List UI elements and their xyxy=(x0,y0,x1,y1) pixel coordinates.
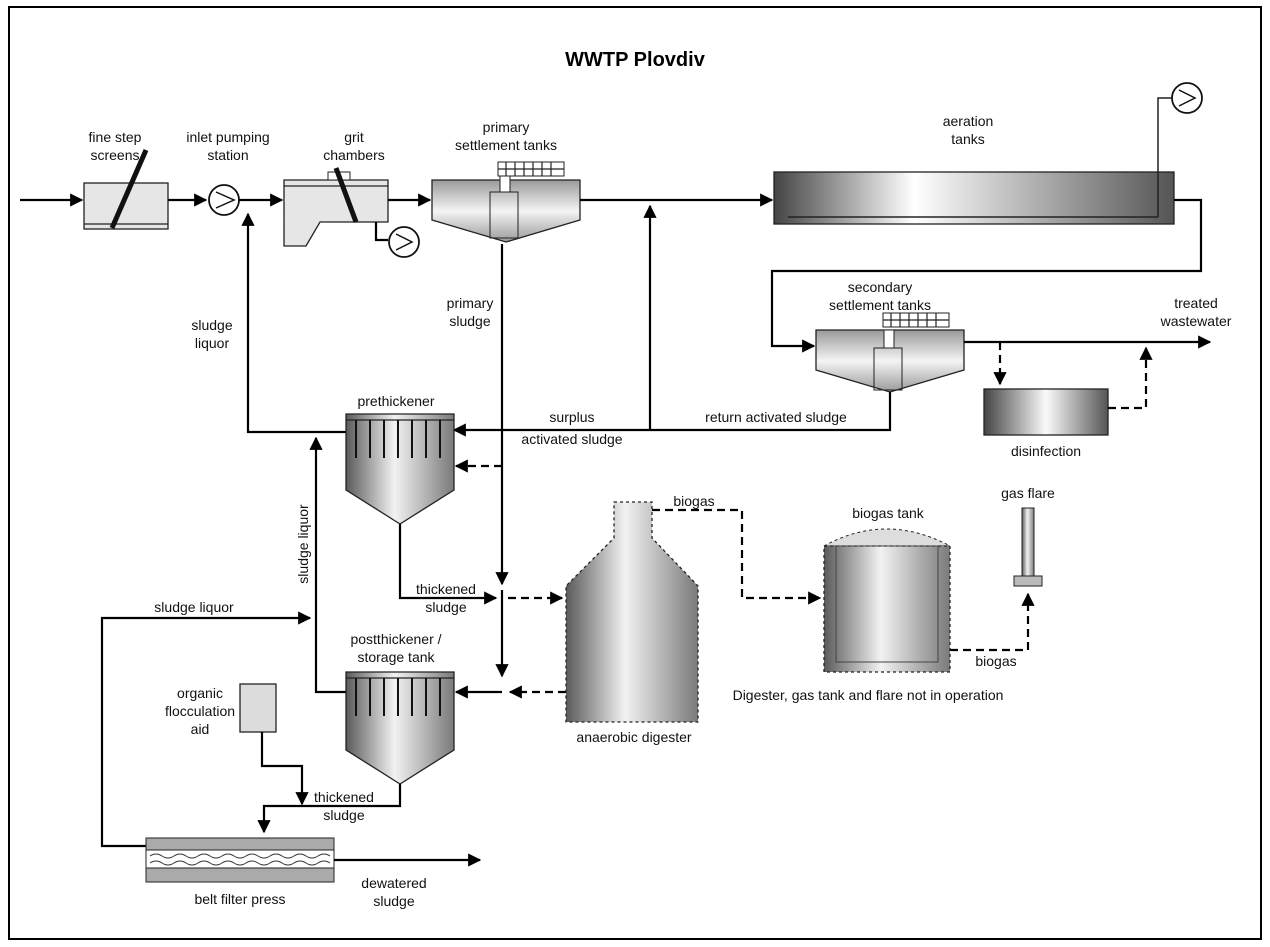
label-organic-1: organic xyxy=(177,685,223,701)
label-sludge-liquor-left-1: sludge xyxy=(191,317,232,333)
diagram-frame xyxy=(8,6,1262,940)
grit-blower-line xyxy=(374,222,388,242)
label-prethickener: prethickener xyxy=(357,393,434,409)
sludge-liquor-vertical-line xyxy=(309,436,346,694)
label-disinfection: disinfection xyxy=(1011,443,1081,459)
label-primary-settlement-1: primary xyxy=(483,119,530,135)
prethickener-tank xyxy=(345,413,455,525)
flocculation-feed-line xyxy=(260,732,309,806)
aeration-blower-icon xyxy=(1171,82,1203,114)
biogas-to-tank-dashed xyxy=(652,508,822,605)
label-fine-step-screens-1: fine step xyxy=(89,129,142,145)
thickened-sludge-to-press-line xyxy=(257,784,402,834)
disinfection-unit xyxy=(983,388,1109,436)
label-thickened-2b: sludge xyxy=(323,807,364,823)
label-treated-2: wastewater xyxy=(1160,313,1232,329)
label-surplus-2: activated sludge xyxy=(521,431,622,447)
label-aeration-1: aeration xyxy=(943,113,994,129)
label-treated-1: treated xyxy=(1174,295,1218,311)
inlet-pump-icon xyxy=(208,184,240,216)
label-organic-3: aid xyxy=(191,721,210,737)
gas-flare xyxy=(1013,507,1043,587)
label-return-activated: return activated sludge xyxy=(705,409,847,425)
label-biogas-bottom: biogas xyxy=(975,653,1016,669)
secondary-settlement-tank xyxy=(815,312,965,393)
label-inlet-pumping-2: station xyxy=(207,147,248,163)
biogas-tank xyxy=(823,528,951,673)
thickened-sludge-line xyxy=(398,524,498,605)
flocculation-aid-tank xyxy=(239,683,277,733)
label-dewatered-1: dewatered xyxy=(361,875,426,891)
label-primary-settlement-2: settlement tanks xyxy=(455,137,557,153)
grit-blower-icon xyxy=(388,226,420,258)
disinfection-return-dashed xyxy=(1108,346,1153,410)
biogas-to-flare-dashed xyxy=(950,592,1035,652)
return-activated-sludge-line xyxy=(650,392,892,432)
press-sludge-liquor-line xyxy=(100,611,312,848)
label-not-in-operation: Digester, gas tank and flare not in oper… xyxy=(733,687,1004,703)
label-grit-2: chambers xyxy=(323,147,384,163)
label-thickened-1a: thickened xyxy=(416,581,476,597)
label-fine-step-screens-2: screens xyxy=(90,147,139,163)
label-inlet-pumping-1: inlet pumping xyxy=(186,129,269,145)
label-sludge-liquor-vertical: sludge liquor xyxy=(295,504,311,584)
belt-filter-press xyxy=(145,837,335,883)
primary-settlement-tank xyxy=(431,161,581,243)
label-anaerobic-digester: anaerobic digester xyxy=(576,729,692,745)
label-organic-2: flocculation xyxy=(165,703,235,719)
label-aeration-2: tanks xyxy=(951,131,984,147)
label-sludge-liquor-bottom: sludge liquor xyxy=(154,599,234,615)
label-sludge-liquor-left-2: liquor xyxy=(195,335,230,351)
diagram-title: WWTP Plovdiv xyxy=(565,49,706,71)
sludge-liquor-return-line xyxy=(241,212,346,434)
label-thickened-1b: sludge xyxy=(425,599,466,615)
aeration-to-secondary-pipe xyxy=(770,198,1203,353)
label-thickened-2a: thickened xyxy=(314,789,374,805)
label-gas-flare: gas flare xyxy=(1001,485,1055,501)
fine-step-screen-unit xyxy=(83,149,169,230)
label-surplus-1: surplus xyxy=(549,409,594,425)
grit-chamber-unit xyxy=(283,167,389,247)
label-postthickener-2: storage tank xyxy=(357,649,435,665)
label-primary-sludge-1: primary xyxy=(447,295,494,311)
label-secondary-settlement-2: settlement tanks xyxy=(829,297,931,313)
label-belt-filter-press: belt filter press xyxy=(194,891,285,907)
anaerobic-digester xyxy=(565,501,699,723)
label-secondary-settlement-1: secondary xyxy=(848,279,913,295)
label-postthickener-1: postthickener / xyxy=(350,631,441,647)
label-dewatered-2: sludge xyxy=(373,893,414,909)
postthickener-tank xyxy=(345,671,455,785)
label-biogas-tank: biogas tank xyxy=(852,505,925,521)
label-grit-1: grit xyxy=(344,129,364,145)
label-primary-sludge-2: sludge xyxy=(449,313,490,329)
label-biogas-top: biogas xyxy=(673,493,714,509)
aeration-tank xyxy=(773,97,1175,225)
